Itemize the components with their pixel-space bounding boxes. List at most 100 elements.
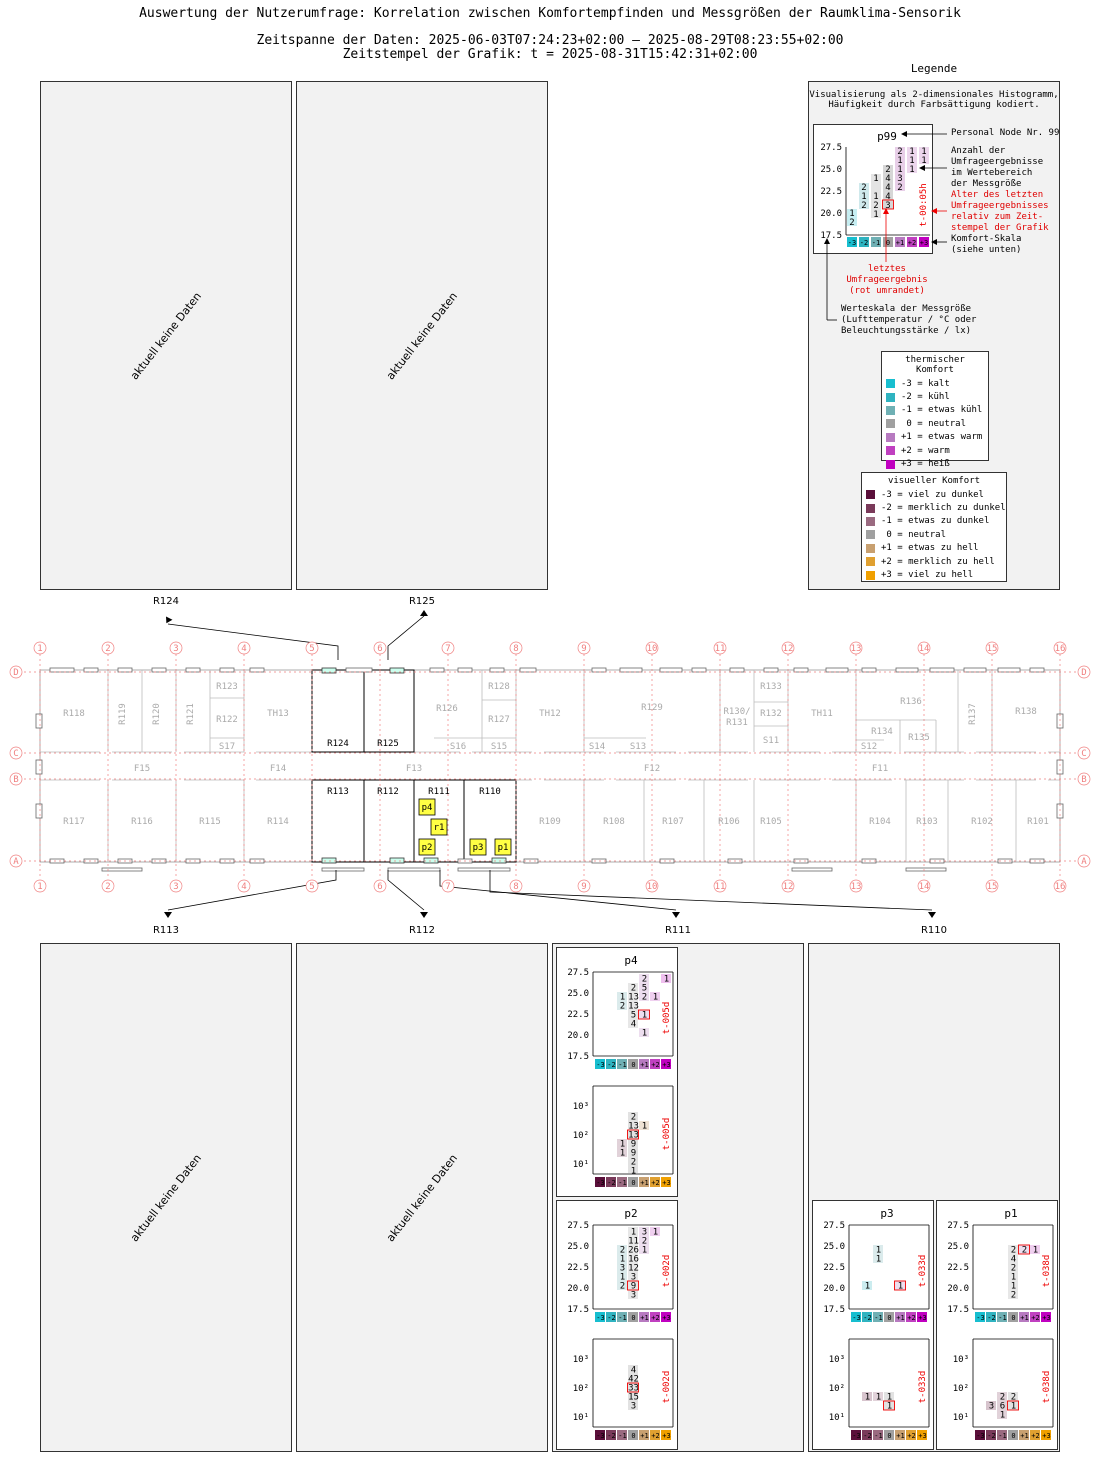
temp-hist-count: 2 xyxy=(1011,1264,1016,1274)
lux-tick-label: 10³ xyxy=(953,1355,969,1365)
grid-axis-label: 8 xyxy=(513,644,518,654)
grid-axis-marker xyxy=(781,641,795,655)
plan-room-label: R127 xyxy=(488,715,510,725)
thermal-scale-tick: -1 xyxy=(618,1314,626,1322)
lux-hist-cell xyxy=(628,1166,638,1175)
temp-hist-count: 2 xyxy=(642,993,647,1003)
plan-room-label: R129 xyxy=(641,703,663,713)
visual-scale-tick: 0 xyxy=(631,1432,635,1440)
visual-legend-row: +1 = etwas zu hell xyxy=(866,542,1002,555)
lux-hist-count: 2 xyxy=(1000,1393,1005,1403)
plan-room-label: S11 xyxy=(763,736,779,746)
grid-axis-marker xyxy=(441,641,455,655)
lux-hist-count: 2 xyxy=(1011,1393,1016,1403)
grid-axis-marker xyxy=(917,879,931,893)
plan-room-label: R137 xyxy=(968,703,978,725)
visual-scale-tick: -2 xyxy=(987,1432,995,1440)
temp-tick-label: 27.5 xyxy=(823,1221,845,1231)
plan-room-label: S12 xyxy=(861,742,877,752)
temp-hist-cell xyxy=(617,992,627,1001)
visual-legend-swatch xyxy=(866,490,875,500)
temp-hist-count: 1 xyxy=(1011,1273,1016,1283)
grid-axis-label: 11 xyxy=(715,644,726,654)
thermal-scale-tick: -3 xyxy=(976,1314,984,1322)
grid-axis-marker xyxy=(849,879,863,893)
grid-axis-label: 15 xyxy=(987,644,998,654)
visual-legend-label: +1 = etwas zu hell xyxy=(881,543,979,554)
temp-hist-count: 2 xyxy=(620,1002,625,1012)
grid-axis-label: 8 xyxy=(513,882,518,892)
svg-text:2: 2 xyxy=(897,147,902,157)
visual-legend-row: -1 = etwas zu dunkel xyxy=(866,515,1002,528)
temp-last-result-marker xyxy=(894,1280,906,1291)
temp-hist-count: 5 xyxy=(642,984,647,994)
lux-hist-cell xyxy=(628,1383,638,1392)
lux-tick-label: 10³ xyxy=(573,1355,589,1365)
visual-scale-tick: +2 xyxy=(651,1179,659,1187)
room-panel-r112: aktuell keine Daten xyxy=(296,943,548,1452)
room-label-r125: R125 xyxy=(408,596,436,607)
svg-text:25.0: 25.0 xyxy=(820,165,842,175)
temp-age-label: t-005d xyxy=(662,1002,672,1035)
thermal-legend-label: +3 = heiß xyxy=(901,459,950,470)
grid-row-label: D xyxy=(13,668,18,678)
temp-tick-label: 20.0 xyxy=(823,1284,845,1294)
svg-text:1: 1 xyxy=(873,192,878,202)
thermal-legend-title: thermischer Komfort xyxy=(905,355,965,375)
temp-hist-count: 1 xyxy=(653,993,658,1003)
thermal-scale-tick: +2 xyxy=(651,1061,659,1069)
no-data-label: aktuell keine Daten xyxy=(127,1151,205,1244)
svg-text:1: 1 xyxy=(897,156,902,166)
count-annotation: Anzahl der Umfrageergebnisse im Werteber… xyxy=(951,146,1044,189)
temp-hist-count: 1 xyxy=(642,1246,647,1256)
visual-scale-tick: +1 xyxy=(640,1179,648,1187)
grid-axis-label: 1 xyxy=(37,882,42,892)
sensor-node-label: p4 xyxy=(422,803,433,813)
temp-hist-cell xyxy=(628,1010,638,1019)
grid-axis-label: 6 xyxy=(377,644,382,654)
temp-hist-cell xyxy=(650,992,660,1001)
lux-hist-cell xyxy=(628,1374,638,1383)
grid-axis-label: 4 xyxy=(241,644,246,654)
plan-corridor-label: F12 xyxy=(644,764,660,774)
grid-axis-label: 4 xyxy=(241,882,246,892)
temp-hist-count: 1 xyxy=(664,975,669,985)
visual-scale-tick: -2 xyxy=(863,1432,871,1440)
visual-scale-cell xyxy=(639,1430,649,1440)
temp-hist-count: 2 xyxy=(642,1237,647,1247)
lux-age-label: t-033d xyxy=(918,1371,928,1404)
lux-age-label: t-002d xyxy=(662,1371,672,1404)
grid-row-marker xyxy=(1077,746,1091,760)
svg-text:2: 2 xyxy=(885,165,890,175)
figure-timestamp: Zeitstempel der Grafik: t = 2025-08-31T1… xyxy=(342,47,758,62)
lux-tick-label: 10¹ xyxy=(573,1160,589,1170)
lux-tick-label: 10² xyxy=(573,1131,589,1141)
grid-axis-marker xyxy=(305,641,319,655)
lux-tick-label: 10² xyxy=(953,1384,969,1394)
thermal-scale-cell xyxy=(661,1059,671,1069)
visual-scale-tick: +1 xyxy=(640,1432,648,1440)
grid-axis-label: 10 xyxy=(647,882,658,892)
thermal-legend-label: -3 = kalt xyxy=(901,378,950,389)
thermal-legend-row: -3 = kalt xyxy=(886,377,984,390)
grid-axis-label: 12 xyxy=(783,882,794,892)
svg-text:2: 2 xyxy=(873,201,878,211)
plan-room-label: R131 xyxy=(726,718,748,728)
plan-corridor-label: F13 xyxy=(406,764,422,774)
plan-room-label: R135 xyxy=(908,733,930,743)
temp-tick-label: 27.5 xyxy=(567,968,589,978)
thermal-scale-tick: -3 xyxy=(596,1061,604,1069)
temp-hist-cell xyxy=(1019,1245,1029,1254)
plan-room-label: R107 xyxy=(662,817,684,827)
lux-tick-label: 10² xyxy=(829,1384,845,1394)
grid-row-marker xyxy=(9,772,23,786)
grid-axis-marker xyxy=(509,879,523,893)
visual-scale-cell xyxy=(628,1177,638,1187)
lux-hist-cell xyxy=(873,1392,883,1401)
chart-title: p2 xyxy=(624,1207,637,1220)
visual-legend-swatch xyxy=(866,530,875,540)
svg-text:2: 2 xyxy=(897,183,902,193)
lux-hist-count: 9 xyxy=(631,1149,636,1159)
